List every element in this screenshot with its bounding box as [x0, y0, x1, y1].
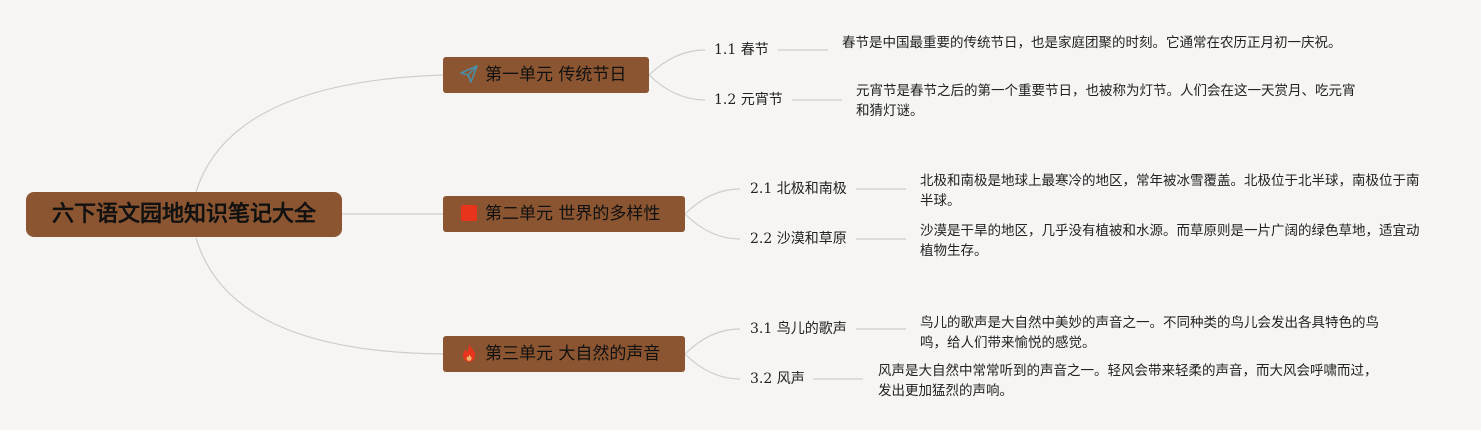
root-topic[interactable]: 六下语文园地知识笔记大全 — [26, 192, 342, 237]
unit-1-topic[interactable]: 第一单元 传统节日 — [443, 57, 649, 93]
unit-1-sub-1-desc: 春节是中国最重要的传统节日，也是家庭团聚的时刻。它通常在农历正月初一庆祝。 — [842, 35, 1342, 51]
unit-2-sub-1-desc: 北极和南极是地球上最寒冷的地区，常年被冰雪覆盖。北极位于北半球，南极位于南半球。 — [920, 173, 1420, 209]
unit-2-topic[interactable]: 第二单元 世界的多样性 — [443, 196, 685, 232]
unit-2-sub-1-label[interactable]: 2.1 北极和南极 — [750, 181, 847, 197]
flame-icon — [462, 344, 476, 362]
unit-1-title: 第一单元 传统节日 — [485, 65, 627, 85]
unit-3-sub-2-desc: 风声是大自然中常常听到的声音之一。轻风会带来轻柔的声音，而大风会呼啸而过，发出更… — [878, 363, 1378, 399]
unit-3-title: 第三单元 大自然的声音 — [485, 344, 661, 364]
unit-2-title: 第二单元 世界的多样性 — [485, 204, 661, 224]
unit-2-sub-2-label[interactable]: 2.2 沙漠和草原 — [750, 231, 847, 247]
unit-2-sub-2-desc: 沙漠是干旱的地区，几乎没有植被和水源。而草原则是一片广阔的绿色草地，适宜动植物生… — [920, 223, 1420, 259]
red-square-icon — [461, 205, 477, 221]
unit-1-sub-2-desc: 元宵节是春节之后的第一个重要节日，也被称为灯节。人们会在这一天赏月、吃元宵和猜灯… — [856, 83, 1356, 119]
unit-3-topic[interactable]: 第三单元 大自然的声音 — [443, 336, 685, 372]
paper-plane-icon — [460, 65, 478, 83]
unit-1-sub-2-label[interactable]: 1.2 元宵节 — [714, 92, 783, 108]
unit-3-sub-2-label[interactable]: 3.2 风声 — [750, 371, 805, 387]
unit-3-sub-1-label[interactable]: 3.1 鸟儿的歌声 — [750, 321, 847, 337]
root-topic-label: 六下语文园地知识笔记大全 — [51, 202, 316, 227]
unit-1-sub-1-label[interactable]: 1.1 春节 — [714, 42, 769, 58]
unit-3-sub-1-desc: 鸟儿的歌声是大自然中美妙的声音之一。不同种类的鸟儿会发出各具特色的鸟鸣，给人们带… — [920, 315, 1379, 351]
